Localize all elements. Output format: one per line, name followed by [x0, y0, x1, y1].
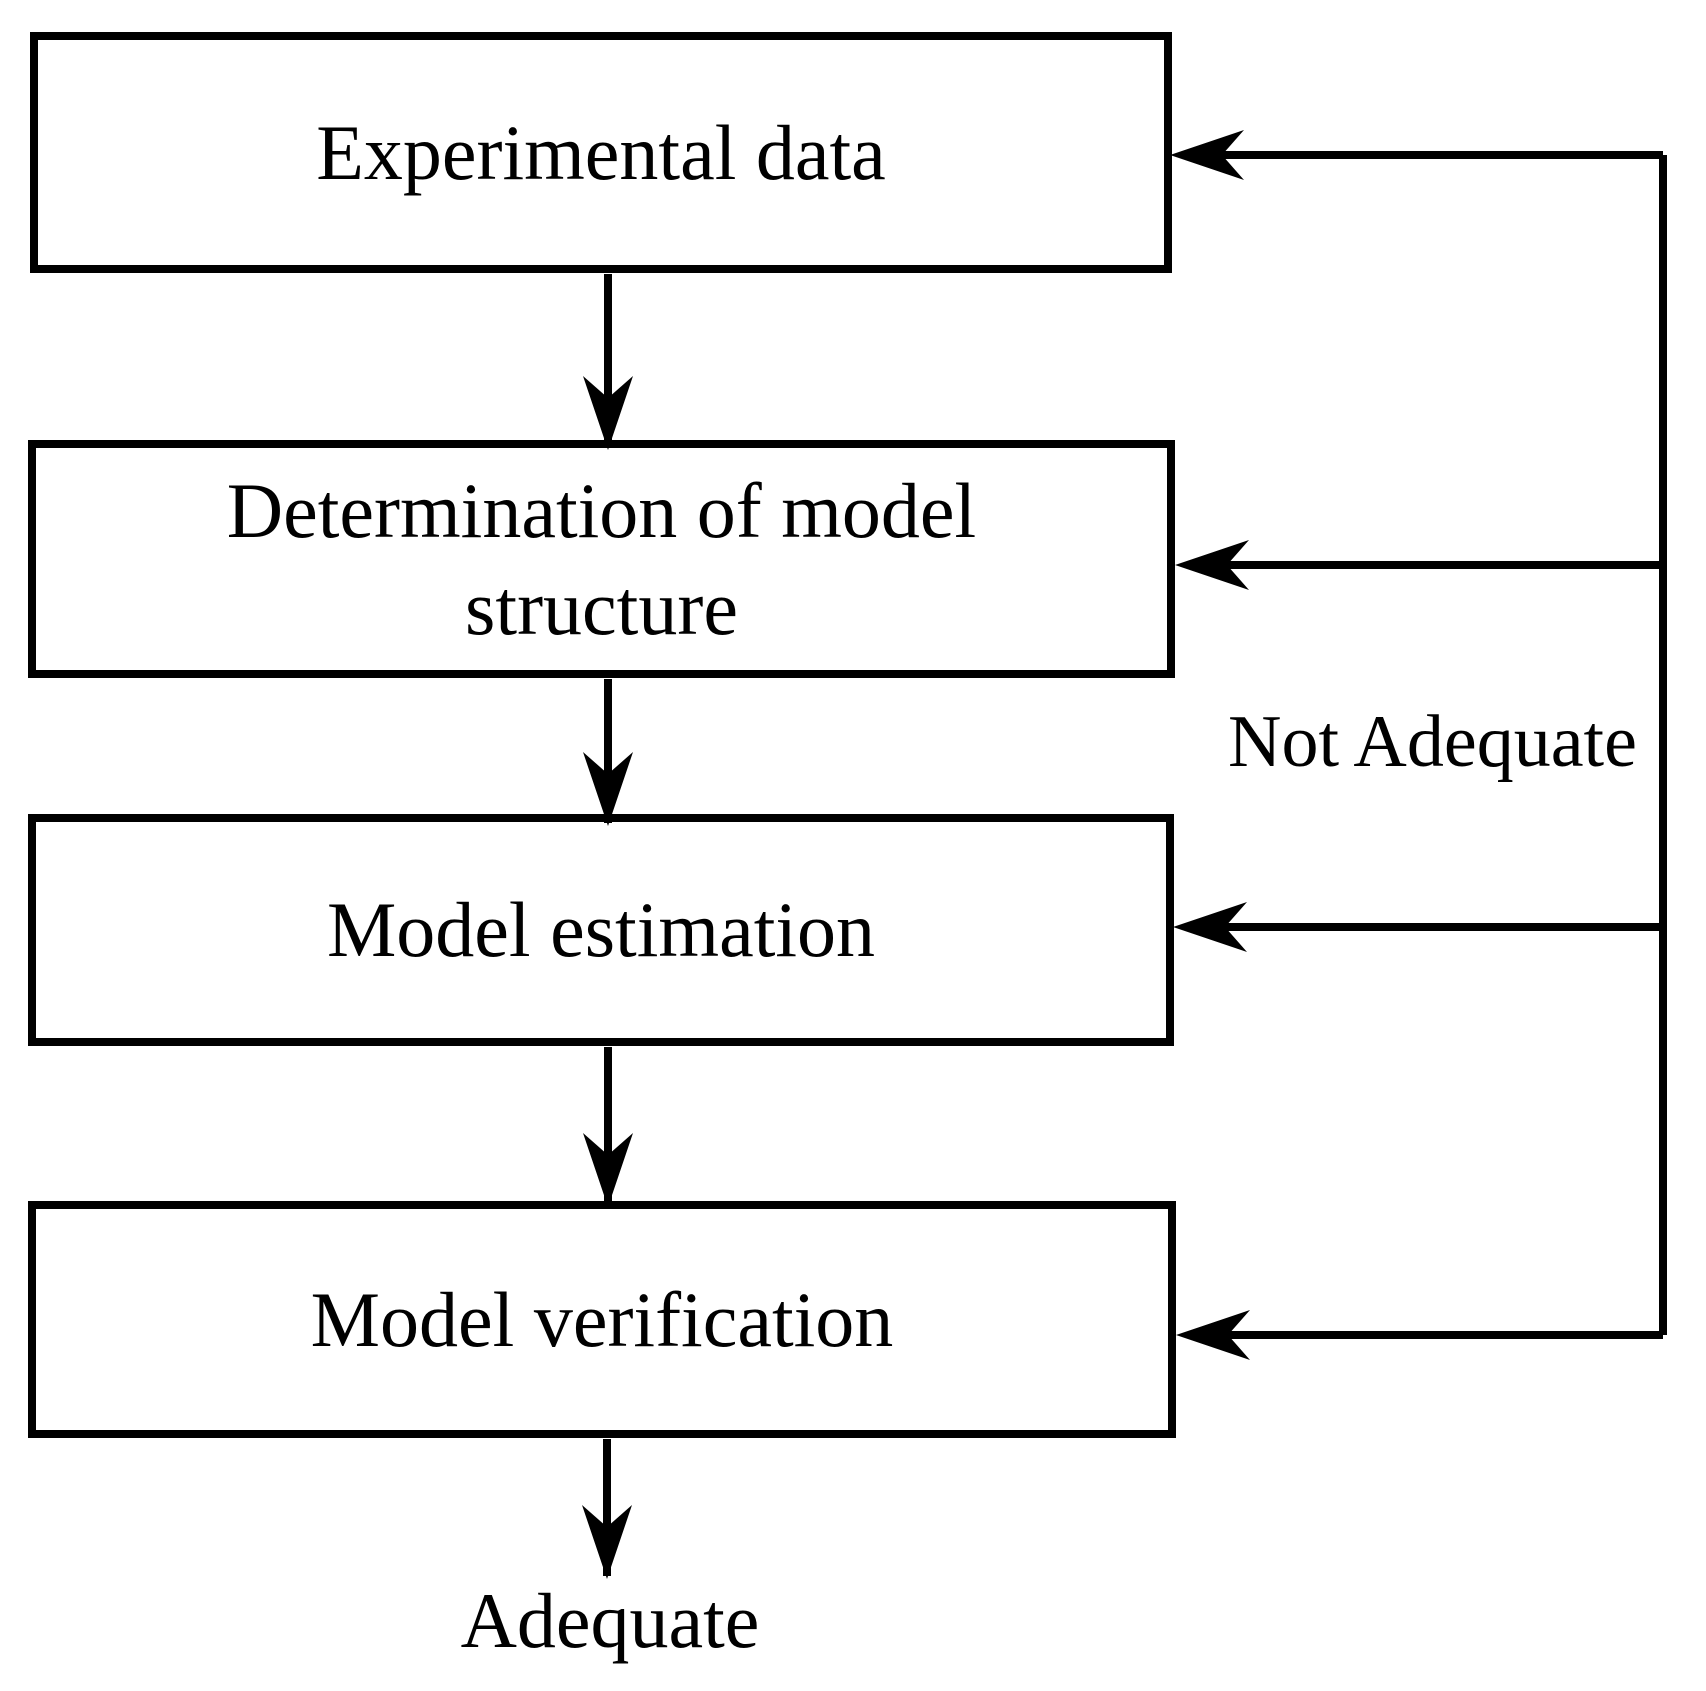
flow-box-label: Model estimation — [326, 886, 876, 974]
arrowhead-down-icon — [583, 1133, 633, 1207]
flow-box-determination-of-model-structure: Determination of model structure — [28, 440, 1175, 678]
flow-box-model-verification: Model verification — [28, 1201, 1176, 1438]
arrowhead-down-icon — [582, 1505, 632, 1579]
arrowhead-left-icon — [1175, 540, 1249, 590]
flow-box-model-estimation: Model estimation — [28, 814, 1174, 1046]
arrowhead-left-icon — [1176, 1310, 1250, 1360]
feedback-label-not-adequate: Not Adequate — [1228, 701, 1637, 783]
outcome-label-adequate: Adequate — [460, 1577, 760, 1664]
arrowhead-down-icon — [583, 376, 633, 450]
arrowhead-left-icon — [1173, 902, 1247, 952]
flow-box-experimental-data: Experimental data — [30, 32, 1172, 273]
flow-box-label: Experimental data — [316, 108, 886, 196]
arrowhead-left-icon — [1170, 130, 1244, 180]
flow-box-label: Model verification — [310, 1275, 894, 1363]
flow-box-label: Determination of model structure — [226, 466, 977, 652]
